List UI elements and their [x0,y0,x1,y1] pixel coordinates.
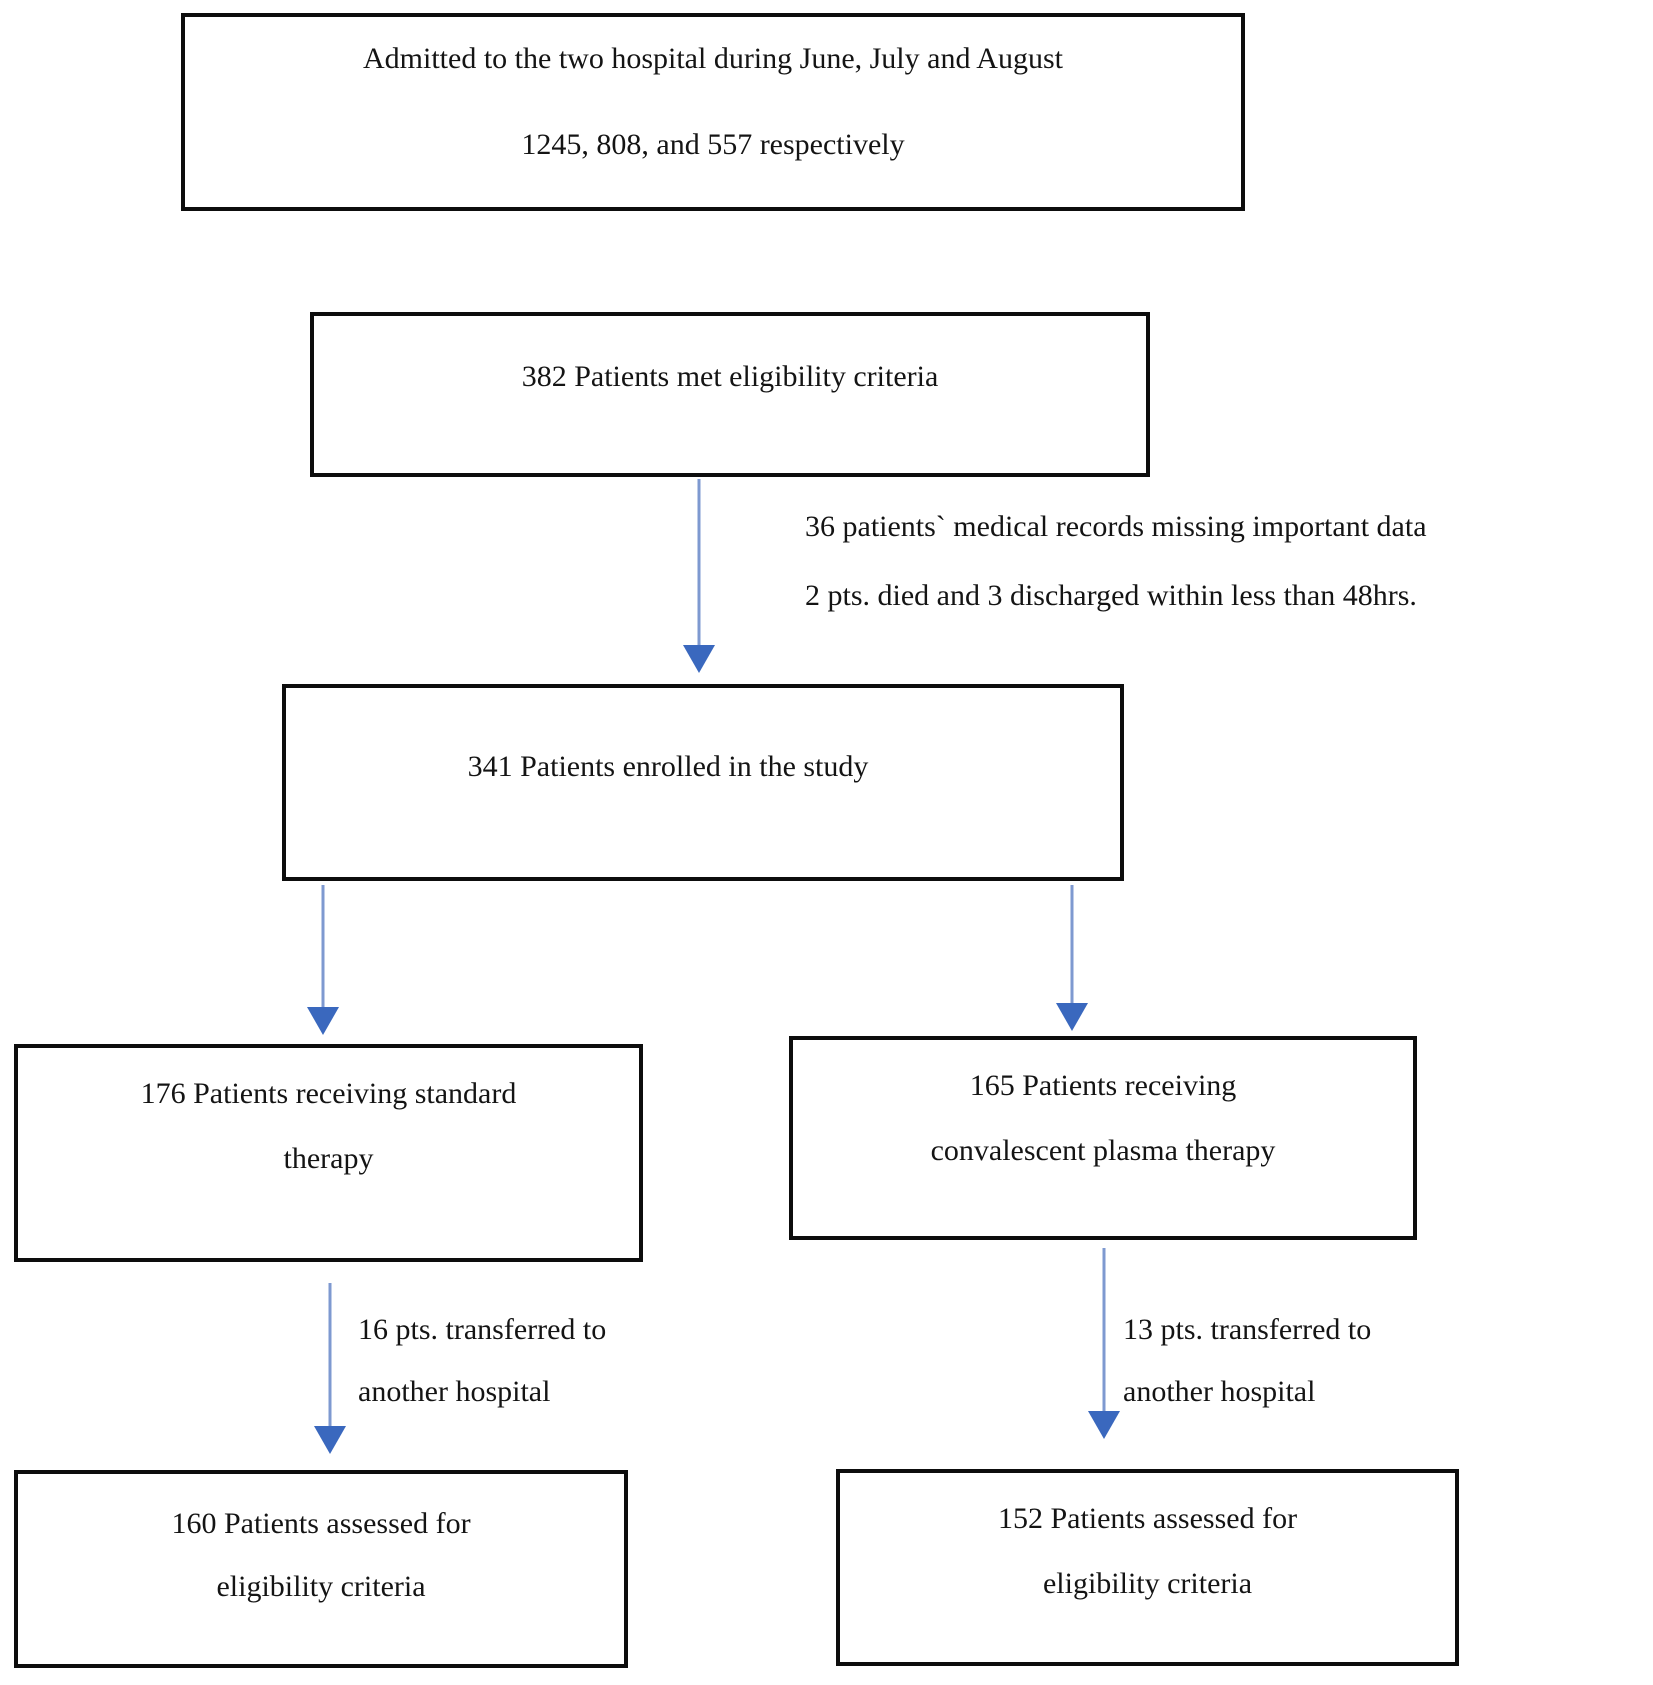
arrow-shaft [1070,885,1074,1007]
box-assessed-standard: 160 Patients assessed for eligibility cr… [14,1470,628,1668]
note-excluded-line1: 36 patients` medical records missing imp… [805,510,1427,543]
box-plasma-line2: convalescent plasma therapy [930,1134,1276,1167]
box-assessed-plasma: 152 Patients assessed for eligibility cr… [836,1469,1459,1666]
note-transferred-plasma-line1: 13 pts. transferred to [1123,1313,1372,1346]
box-enrolled-text: 341 Patients enrolled in the study [467,750,869,783]
note-excluded-line2: 2 pts. died and 3 discharged within less… [805,579,1417,612]
arrow-plasma-to-assessed [1088,1248,1120,1440]
note-transferred-standard-line2: another hospital [358,1375,551,1408]
arrowhead-down-icon [307,1007,339,1035]
box-admitted: Admitted to the two hospital during June… [181,13,1245,211]
box-standard-line2: therapy [283,1142,374,1175]
note-transferred-plasma-line2: another hospital [1123,1375,1316,1408]
box-admitted-line2: 1245, 808, and 557 respectively [521,128,905,161]
note-transferred-standard: 16 pts. transferred to another hospital [358,1314,606,1408]
arrow-shaft [321,885,325,1011]
arrow-enrolled-to-plasma [1056,885,1088,1032]
arrow-standard-to-assessed [314,1283,346,1455]
box-assessed-standard-line1: 160 Patients assessed for [171,1507,471,1540]
arrowhead-down-icon [1056,1003,1088,1031]
box-eligible-text: 382 Patients met eligibility criteria [521,360,939,393]
box-assessed-plasma-line2: eligibility criteria [1042,1567,1253,1600]
box-assessed-plasma-line1: 152 Patients assessed for [997,1502,1298,1535]
arrow-eligible-to-enrolled [683,479,715,673]
arrow-shaft [1102,1248,1106,1415]
arrowhead-down-icon [1088,1411,1120,1439]
arrowhead-down-icon [683,645,715,673]
arrowhead-down-icon [314,1426,346,1454]
arrow-shaft [697,479,701,649]
arrow-enrolled-to-standard [307,885,339,1036]
note-excluded-patients: 36 patients` medical records missing imp… [805,511,1427,612]
note-transferred-plasma: 13 pts. transferred to another hospital [1123,1314,1371,1408]
box-plasma-line1: 165 Patients receiving [969,1069,1237,1102]
box-assessed-standard-line2: eligibility criteria [216,1570,426,1603]
arrow-shaft [328,1283,332,1430]
box-enrolled: 341 Patients enrolled in the study [282,684,1124,881]
note-transferred-standard-line1: 16 pts. transferred to [358,1313,607,1346]
box-standard-therapy: 176 Patients receiving standard therapy [14,1044,643,1262]
box-standard-line1: 176 Patients receiving standard [140,1077,517,1110]
box-eligible: 382 Patients met eligibility criteria [310,312,1150,477]
box-plasma-therapy: 165 Patients receiving convalescent plas… [789,1036,1417,1240]
box-admitted-line1: Admitted to the two hospital during June… [363,42,1063,75]
